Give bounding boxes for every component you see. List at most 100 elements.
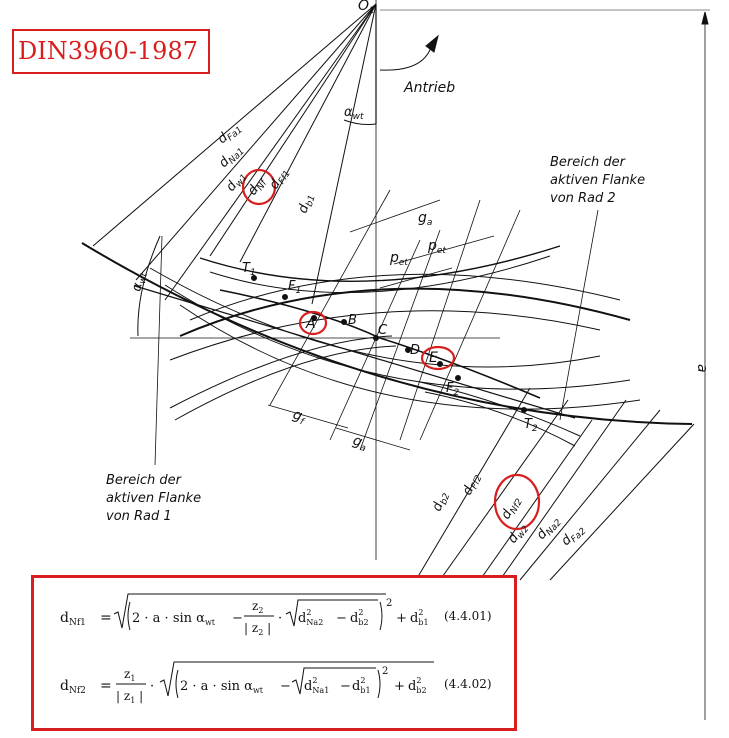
formula-2-plus: +	[394, 679, 405, 694]
radial-dna1	[135, 3, 377, 281]
label-f2: F2	[446, 381, 459, 398]
label-o1: O1	[358, 0, 375, 16]
formula-2-inner-minus: −	[340, 679, 351, 694]
antrieb-arc	[379, 43, 433, 71]
gear1-circle-d	[179, 304, 641, 410]
formula-1-paren-left	[127, 601, 131, 631]
highlight-dnf	[241, 168, 277, 206]
radial-dw1	[164, 3, 377, 301]
point-a	[311, 315, 317, 321]
antrieb-arrowhead	[425, 34, 439, 53]
bereich2-leader	[559, 209, 599, 421]
formula-1-dot: ·	[278, 611, 282, 626]
normal-a	[269, 189, 391, 406]
tooth-flank-upper-1	[199, 245, 561, 283]
label-point-c: C	[378, 323, 388, 338]
label-t1: T1	[242, 261, 256, 278]
formula-1-frac-den: | z2 |	[244, 621, 271, 637]
formula-1-inner-radical	[285, 599, 378, 627]
formula-1-two: 2 · a · sin αwt	[132, 611, 216, 627]
label-alpha-wt: αwt	[129, 270, 150, 293]
gear1-tip-circle	[81, 242, 693, 425]
alpha-wt1-arc	[343, 119, 377, 125]
tooth-flank-upper-2	[209, 255, 551, 294]
formula-1-plus: +	[396, 611, 407, 626]
radial-dff2	[439, 399, 569, 581]
label-gf: gf	[290, 407, 309, 428]
point-f2	[455, 375, 461, 381]
gear2-circle-b	[189, 273, 621, 321]
label-ga-top: ga	[418, 210, 432, 228]
highlight-point-e	[420, 345, 456, 371]
label-f1: F1	[288, 279, 301, 296]
formula-2-inner-radical	[291, 667, 376, 695]
formula-1-number: (4.4.01)	[444, 609, 492, 623]
label-dff2: dFf2	[460, 471, 485, 499]
point-t2	[521, 407, 527, 413]
gear1-circle-b	[149, 267, 601, 368]
label-bereich2-line3: von Rad 2	[550, 191, 616, 206]
radial-dna2	[519, 409, 661, 581]
label-point-d: D	[410, 343, 420, 358]
gear2-circle-c	[169, 310, 601, 361]
formula-2-minus: −	[280, 679, 291, 694]
label-dna1: dNa1	[216, 142, 247, 173]
point-c	[373, 335, 379, 341]
label-dnf: dNf	[245, 173, 270, 199]
label-a-dimension: a	[694, 364, 710, 373]
radial-dfa2	[549, 423, 695, 581]
title-box: DIN3960-1987	[12, 29, 210, 74]
label-ga-bottom: ga	[350, 433, 369, 455]
highlight-point-a	[298, 310, 328, 336]
label-antrieb: Antrieb	[403, 80, 455, 96]
bereich1-leader	[154, 235, 163, 466]
radial-db2	[415, 387, 531, 581]
label-dw2: dw2	[505, 520, 531, 547]
normal-e	[399, 199, 481, 441]
label-t2: T2	[524, 417, 538, 434]
normal-f	[419, 209, 521, 441]
label-dfa1: dFa1	[215, 120, 245, 149]
formula-1-eq: =	[100, 610, 112, 626]
formula-2-frac-den: | z1 |	[116, 689, 143, 705]
point-d	[405, 347, 411, 353]
highlight-dnf2	[493, 473, 541, 531]
formula-2-eq: =	[100, 678, 112, 694]
formula-2-paren-left	[175, 669, 179, 699]
radial-dfa1	[92, 3, 377, 247]
point-t1	[251, 275, 257, 281]
formula-2-number: (4.4.02)	[444, 677, 492, 691]
tooth-flank-right	[379, 337, 541, 399]
normal-d	[359, 229, 441, 451]
point-b	[341, 319, 347, 325]
formula-2-two: 2 · a · sin αwt	[180, 679, 264, 695]
gear2-tip-circle	[179, 287, 631, 337]
formula-1-frac-num: z2	[252, 599, 263, 615]
label-point-e: E	[429, 350, 438, 366]
point-f1	[282, 294, 288, 300]
label-bereich1-line1: Bereich der	[106, 473, 183, 488]
label-pet-1: pet	[427, 238, 446, 256]
label-dfa2: dFa2	[559, 521, 589, 550]
point-e	[437, 361, 443, 367]
radial-db1	[311, 3, 377, 305]
radial-dff1	[239, 3, 377, 263]
alpha-wt-arc	[137, 235, 161, 337]
formula-2-square: 2	[382, 666, 388, 677]
formula-2-frac-num: z1	[124, 667, 135, 683]
label-bereich1-line2: aktiven Flanke	[106, 491, 201, 506]
label-bereich2-line2: aktiven Flanke	[550, 173, 645, 188]
formula-1-lhs: dNf1	[60, 610, 86, 628]
formula-2-lhs: dNf2	[60, 678, 86, 696]
dim-gf	[267, 404, 349, 429]
label-dnf2: dNf2	[498, 494, 525, 523]
tooth-flank-lower-1	[169, 335, 393, 409]
label-pet-2: pet	[389, 250, 408, 268]
